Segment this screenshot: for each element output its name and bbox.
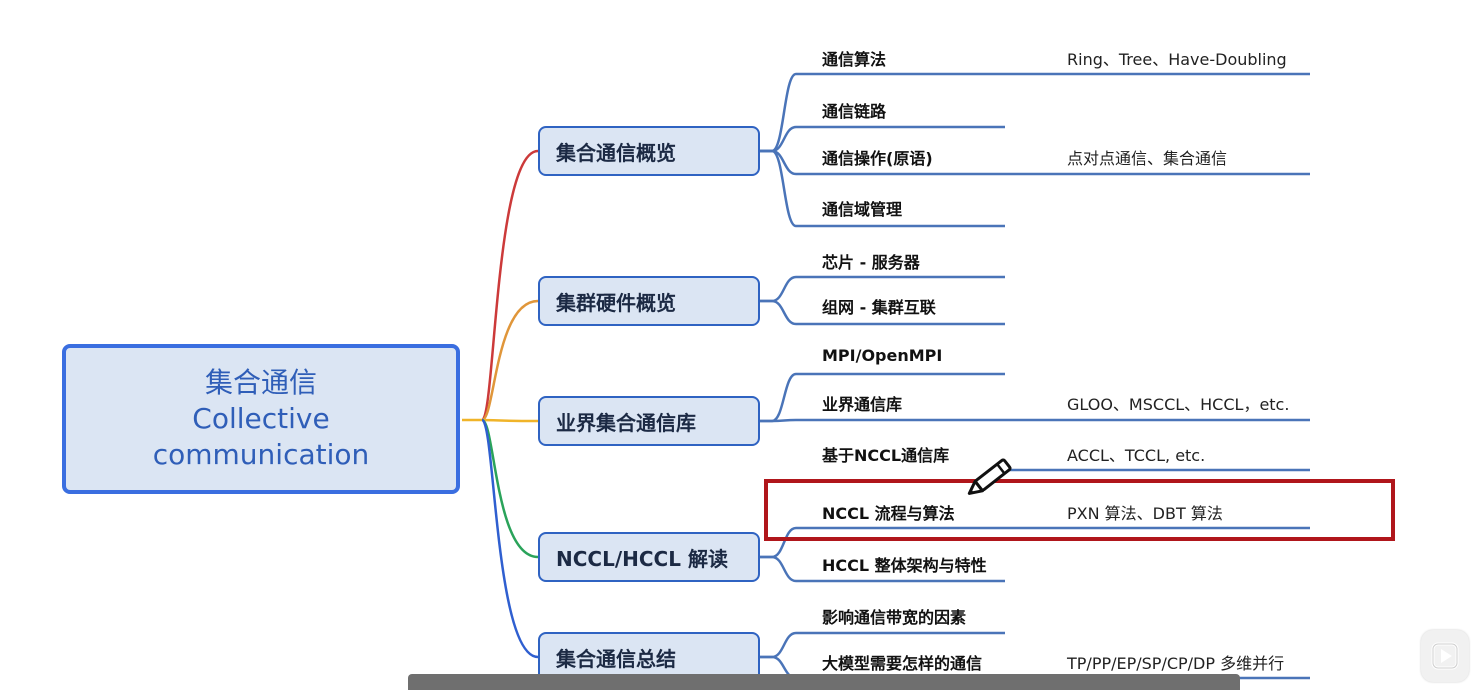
note-operations[interactable]: 点对点通信、集合通信 (1067, 149, 1228, 168)
leaf-nccl-based-lib[interactable]: 基于NCCL通信库 (822, 446, 950, 465)
branch-summary[interactable]: 集合通信总结 (538, 632, 760, 682)
leaf-nccl-process[interactable]: NCCL 流程与算法 (822, 504, 955, 523)
branch-overview[interactable]: 集合通信概览 (538, 126, 760, 176)
leaf-comm-algorithm[interactable]: 通信算法 (822, 50, 887, 69)
leaf-connector (760, 299, 1005, 326)
branch-nccl-hccl[interactable]: NCCL/HCCL 解读 (538, 532, 760, 582)
leaf-hccl-architecture[interactable]: HCCL 整体架构与特性 (822, 556, 987, 575)
note-nccl-based-libs[interactable]: ACCL、TCCL, etc. (1067, 446, 1206, 465)
branch-label: 集合通信总结 (556, 646, 676, 671)
note-parallelism[interactable]: TP/PP/EP/SP/CP/DP 多维并行 (1067, 654, 1285, 673)
root-node[interactable]: 集合通信 Collective communication (62, 344, 460, 494)
branch-connector (481, 299, 539, 422)
branch-label: 业界集合通信库 (556, 410, 696, 435)
leaf-bandwidth-factors[interactable]: 影响通信带宽的因素 (822, 608, 967, 627)
leaf-comm-domain[interactable]: 通信域管理 (822, 200, 903, 219)
leaf-connector (760, 149, 1005, 228)
branch-label: 集群硬件概览 (556, 290, 676, 315)
pencil-icon (967, 458, 1012, 495)
branch-libraries[interactable]: 业界集合通信库 (538, 396, 760, 446)
note-industry-libs[interactable]: GLOO、MSCCL、HCCL，etc. (1067, 395, 1290, 414)
horizontal-scrollbar[interactable] (408, 674, 1240, 690)
leaf-chip-server[interactable]: 芯片 - 服务器 (822, 253, 920, 272)
branch-connector (480, 418, 539, 659)
branch-connector (480, 418, 539, 559)
leaf-comm-operation[interactable]: 通信操作(原语) (822, 149, 933, 168)
note-algorithms[interactable]: Ring、Tree、Have-Doubling (1067, 50, 1287, 69)
leaf-networking[interactable]: 组网 - 集群互联 (822, 298, 936, 317)
leaf-connector (760, 555, 1005, 583)
play-button[interactable] (1421, 630, 1469, 682)
branch-hardware[interactable]: 集群硬件概览 (538, 276, 760, 326)
branch-connector (481, 418, 539, 423)
play-icon (1431, 642, 1459, 670)
branch-connector (480, 149, 539, 422)
leaf-comm-link[interactable]: 通信链路 (822, 102, 887, 121)
branch-label: 集合通信概览 (556, 140, 676, 165)
branch-label: NCCL/HCCL 解读 (556, 546, 728, 571)
root-title-cn: 集合通信 (204, 366, 317, 399)
leaf-industry-lib[interactable]: 业界通信库 (822, 395, 903, 414)
highlight-box (764, 479, 1395, 541)
leaf-llm-comm[interactable]: 大模型需要怎样的通信 (822, 654, 983, 673)
leaf-connector (760, 418, 1005, 423)
root-title-en-2: communication (152, 438, 370, 471)
note-nccl-algorithms[interactable]: PXN 算法、DBT 算法 (1067, 504, 1223, 523)
leaf-mpi[interactable]: MPI/OpenMPI (822, 346, 943, 365)
root-title-en-1: Collective (192, 402, 330, 435)
